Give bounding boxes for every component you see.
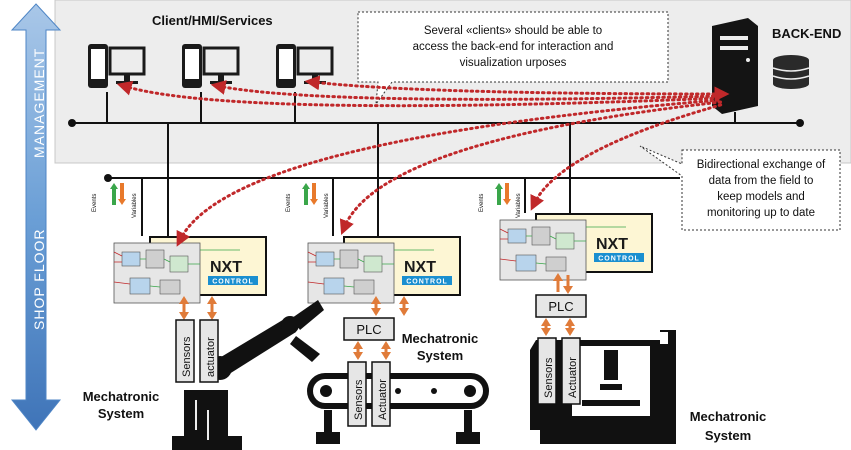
flow-controller-2 (339, 100, 723, 235)
control-logo: CONTROL (598, 256, 640, 263)
events-label-2: Events (286, 194, 292, 212)
backend-label: BACK-END (772, 26, 841, 41)
database-icon (772, 55, 810, 89)
clients-callout-line-2: access the back-end for interaction and (413, 41, 614, 53)
control-logo: CONTROL (406, 279, 448, 286)
nxt-logo: NXT (210, 259, 242, 276)
actuator-label-1: actuator (205, 337, 217, 377)
plc-box-3 (535, 294, 587, 318)
sensors-label-1: Sensors (181, 336, 193, 377)
cell-2-caption-line-1: Mechatronic (402, 331, 479, 346)
exchange-callout-line-2: data from the field to (709, 175, 814, 187)
control-logo: CONTROL (212, 279, 254, 286)
variables-label-2: Variables (324, 193, 330, 218)
cell-3-links (541, 273, 575, 336)
controller-1: NXT CONTROL (113, 236, 267, 304)
events-label-3: Events (479, 194, 485, 212)
robot-arm-icon (172, 300, 324, 450)
clients-callout-line-3: visualization urposes (460, 57, 567, 69)
flow-controller-3 (530, 102, 726, 211)
exchange-callout: Bidirectional exchange of data from the … (639, 145, 841, 231)
sensors-box-2 (347, 361, 367, 427)
exchange-callout-line-3: keep models and (717, 191, 805, 203)
sensors-label-3: Sensors (543, 357, 555, 398)
cell-1-caption-line-1: Mechatronic (83, 389, 160, 404)
plc-label-2: PLC (356, 322, 381, 337)
event-variable-arrows-3 (495, 183, 511, 205)
actuator-box-3 (561, 337, 581, 405)
client-device-2 (182, 44, 240, 88)
cell-2-caption-line-2: System (417, 348, 463, 363)
flow-client-1 (116, 80, 724, 108)
conveyor-icon (307, 373, 489, 444)
event-variable-arrows-2 (302, 183, 318, 205)
plc-box-2 (343, 317, 395, 341)
management-bus (72, 92, 800, 124)
variables-label-1: Variables (132, 193, 138, 218)
cell-2-links (353, 296, 409, 360)
event-variable-arrows-1 (110, 183, 126, 205)
management-label: MANAGEMENT (31, 48, 47, 158)
actuator-box-2 (371, 361, 391, 427)
nxt-logo: NXT (596, 236, 628, 253)
clients-callout-line-1: Several «clients» should be able to (424, 25, 602, 37)
exchange-callout-line-1: Bidirectional exchange of (697, 159, 826, 171)
flow-controller-1 (176, 98, 722, 247)
controller-3: NXT CONTROL (499, 213, 653, 281)
variables-label-3: Variables (516, 193, 522, 218)
cell-1-links (179, 296, 217, 320)
client-device-3 (276, 44, 334, 88)
actuator-box-1 (199, 319, 219, 383)
cell-3-caption-line-2: System (705, 428, 751, 443)
side-double-arrow (10, 3, 62, 431)
cell-3-caption-line-1: Mechatronic (690, 409, 767, 424)
plc-label-3: PLC (548, 299, 573, 314)
sensors-label-2: Sensors (353, 379, 365, 420)
nxt-logo: NXT (404, 259, 436, 276)
data-flow-arrows (116, 75, 730, 247)
shop-floor-label: SHOP FLOOR (31, 228, 47, 330)
controller-2: NXT CONTROL (307, 236, 461, 304)
exchange-callout-line-4: monitoring up to date (707, 207, 815, 219)
actuator-label-3: Actuator (567, 357, 579, 398)
sensors-box-3 (537, 337, 557, 405)
clients-title: Client/HMI/Services (152, 13, 273, 28)
flow-client-3 (304, 75, 730, 102)
actuator-label-2: Actuator (377, 379, 389, 420)
cell-1-caption-line-2: System (98, 406, 144, 421)
events-label-1: Events (92, 194, 98, 212)
sensors-box-1 (175, 319, 195, 383)
